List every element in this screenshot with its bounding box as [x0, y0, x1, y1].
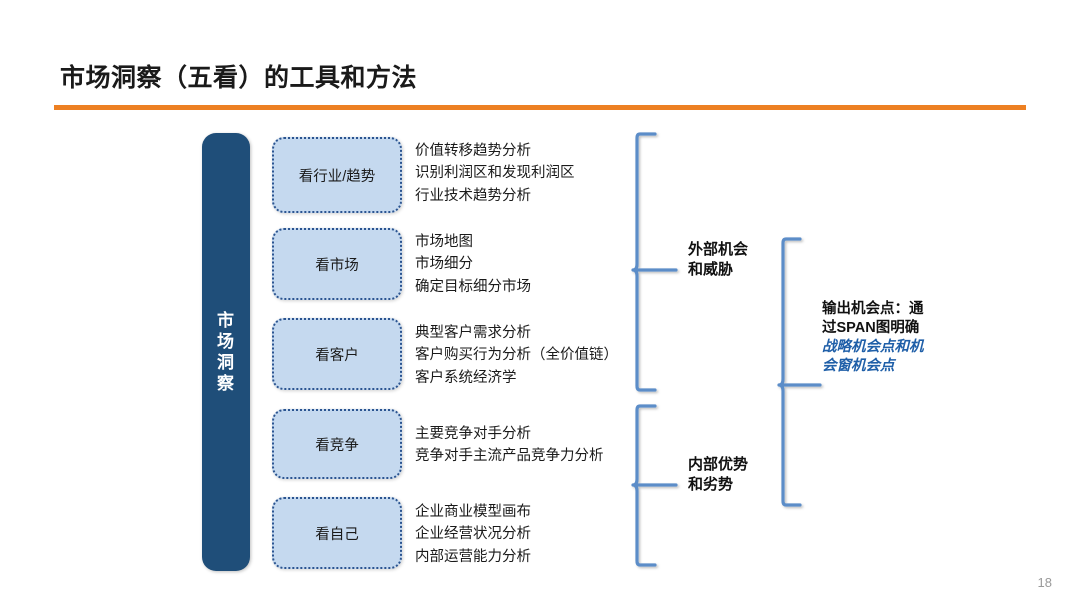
stage-box-self[interactable]: 看自己	[272, 497, 402, 569]
spine-char-1: 场	[217, 331, 235, 351]
stage-label: 看市场	[315, 257, 359, 274]
detail-line: 企业商业模型画布	[415, 504, 531, 520]
stage-label: 看竞争	[315, 437, 359, 454]
detail-block-market: 市场地图 市场细分 确定目标细分市场	[415, 231, 531, 298]
group-label-line: 外部机会	[688, 241, 749, 258]
detail-line: 客户系统经济学	[415, 369, 517, 386]
stage-label: 看自己	[315, 526, 359, 543]
page-title: 市场洞察（五看）的工具和方法	[60, 64, 418, 92]
detail-block-self: 企业商业模型画布 企业经营状况分析 内部运营能力分析	[415, 501, 531, 568]
detail-line: 确定目标细分市场	[415, 278, 531, 295]
detail-line: 价值转移趋势分析	[415, 143, 531, 159]
detail-line: 客户购买行为分析（全价值链）	[415, 347, 618, 364]
stage-box-competition[interactable]: 看竞争	[272, 409, 402, 479]
detail-line: 主要竞争对手分析	[415, 426, 531, 442]
spine-label: 市 场 洞 察	[202, 133, 250, 571]
outcome-emphasis-text: 战略机会点和机会窗机会点	[822, 339, 924, 375]
spine-char-2: 洞	[217, 353, 235, 372]
stage-box-market[interactable]: 看市场	[272, 228, 402, 300]
group-label-internal: 内部优势 和劣势	[688, 455, 748, 496]
spine-char-3: 察	[217, 374, 235, 394]
stage-box-customer[interactable]: 看客户	[272, 318, 402, 390]
brace-internal	[631, 404, 678, 567]
detail-line: 企业经营状况分析	[415, 526, 531, 543]
group-label-line: 和威胁	[688, 261, 734, 279]
detail-line: 竞争对手主流产品竞争力分析	[415, 448, 604, 465]
detail-block-customer: 典型客户需求分析 客户购买行为分析（全价值链） 客户系统经济学	[415, 322, 618, 389]
outcome-text: 输出机会点：通过SPAN图明确战略机会点和机会窗机会点	[822, 300, 930, 377]
detail-line: 市场细分	[415, 256, 473, 273]
detail-line: 市场地图	[415, 234, 473, 250]
detail-line: 典型客户需求分析	[415, 325, 531, 341]
outcome-plain-text: 输出机会点：通过SPAN图明确	[822, 301, 924, 337]
spine-char-0: 市	[217, 310, 235, 330]
group-label-line: 和劣势	[688, 476, 734, 494]
title-underline-rule	[54, 105, 1026, 110]
detail-line: 行业技术趋势分析	[415, 187, 531, 204]
detail-line: 识别利润区和发现利润区	[415, 165, 575, 182]
detail-line: 内部运营能力分析	[415, 548, 531, 565]
group-label-line: 内部优势	[688, 456, 749, 473]
market-insight-spine: 市 场 洞 察	[202, 133, 250, 571]
brace-external	[631, 132, 678, 392]
brace-outcome	[777, 237, 822, 507]
stage-label: 看客户	[315, 347, 359, 364]
group-label-external: 外部机会 和威胁	[688, 240, 748, 281]
stage-label: 看行业/趋势	[298, 168, 376, 185]
page-number: 18	[1037, 575, 1052, 590]
detail-block-industry: 价值转移趋势分析 识别利润区和发现利润区 行业技术趋势分析	[415, 140, 575, 207]
detail-block-competition: 主要竞争对手分析 竞争对手主流产品竞争力分析	[415, 423, 604, 468]
stage-box-industry[interactable]: 看行业/趋势	[272, 137, 402, 213]
